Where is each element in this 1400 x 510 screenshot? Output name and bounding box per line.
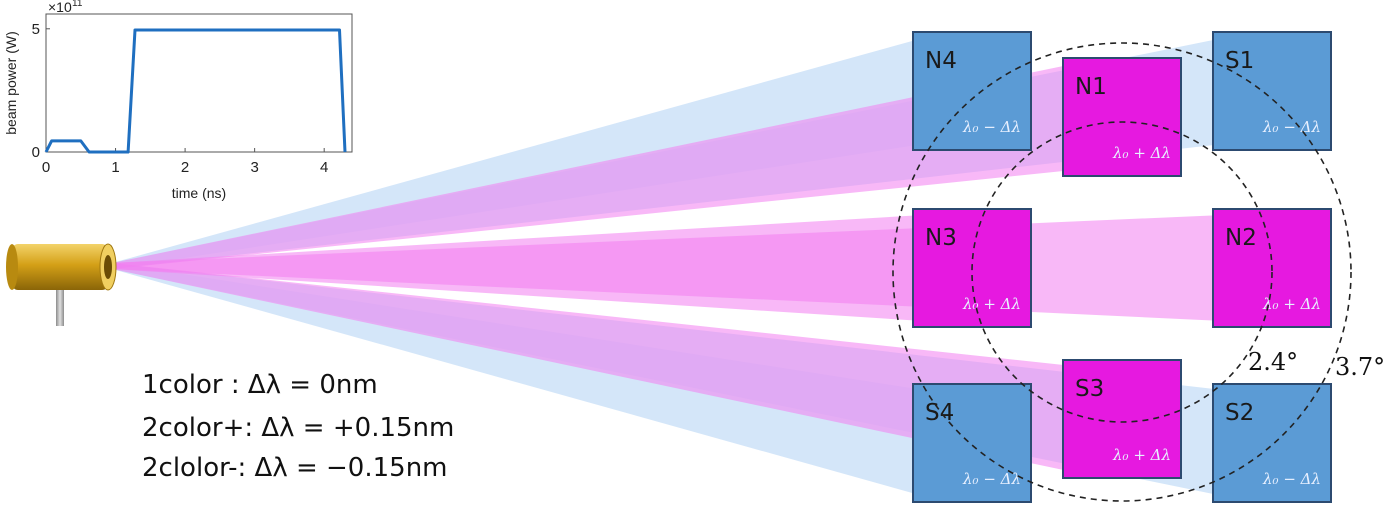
x-tick-label: 1 (111, 159, 119, 176)
quad-wavelength: λ₀ + Δλ (1112, 144, 1171, 162)
inner-angle-label: 2.4° (1248, 348, 1298, 376)
quad-wavelength: λ₀ + Δλ (1112, 446, 1171, 464)
beam-cone-n4 (112, 38, 923, 269)
legend-line-2color-plus: 2color+: Δλ = +0.15nm (142, 413, 454, 443)
x-axis-label: time (ns) (172, 185, 226, 201)
inner-angle-circle (971, 121, 1273, 423)
quad-box (1212, 383, 1332, 503)
x-tick-label: 0 (42, 159, 50, 176)
quad-label: N4 (925, 48, 957, 74)
quad-wavelength: λ₀ − Δλ (962, 118, 1021, 136)
x-tick-label: 2 (181, 159, 189, 176)
x-tick-label: 4 (320, 159, 328, 176)
quad-box (912, 31, 1032, 151)
x-tick-label: 3 (250, 159, 258, 176)
quad-box (912, 383, 1032, 503)
legend-line-1color: 1color : Δλ = 0nm (142, 370, 378, 400)
outer-angle-circle (892, 42, 1352, 502)
quad-n2: N2 λ₀ + Δλ (1212, 208, 1332, 328)
y-axis-label: beam power (W) (3, 31, 19, 134)
beam-cone-n1 (112, 64, 1073, 269)
legend-line-2color-minus: 2clolor-: Δλ = −0.15nm (142, 453, 448, 483)
quad-box (1212, 31, 1332, 151)
power-series-line (44, 28, 347, 154)
quad-box (1212, 208, 1332, 328)
plot-frame (45, 13, 353, 153)
wavelength-legend: 1color : Δλ = 0nm 2color+: Δλ = +0.15nm … (142, 370, 454, 483)
quad-label: N1 (1075, 74, 1107, 100)
beam-cone-s4 (112, 263, 923, 496)
outer-angle-label: 3.7° (1335, 353, 1385, 381)
y-exponent-base: ×10 (48, 0, 72, 15)
beam-cones (112, 38, 1223, 496)
quad-n1: N1 λ₀ + Δλ (1062, 57, 1182, 177)
quad-s3: S3 λ₀ + Δλ (1062, 359, 1182, 479)
beam-power-inset-chart: 0 1 2 3 4 0 5 ×10 11 time (ns) beam power (W) (3, 0, 353, 201)
quad-label: N2 (1225, 225, 1257, 251)
quad-wavelength: λ₀ − Δλ (1262, 118, 1321, 136)
quad-box (1062, 359, 1182, 479)
quad-s2: S2 λ₀ − Δλ (1212, 383, 1332, 503)
quad-wavelength: λ₀ − Δλ (1262, 470, 1321, 488)
quad-box (1062, 57, 1182, 177)
y-tick-label: 5 (32, 21, 40, 38)
quad-wavelength: λ₀ + Δλ (962, 295, 1021, 313)
quad-n4: N4 λ₀ − Δλ (912, 31, 1032, 151)
hohlraum-target-icon (6, 243, 117, 326)
quad-label: N3 (925, 225, 957, 251)
beam-cone-s3 (112, 263, 1073, 472)
quad-wavelength: λ₀ + Δλ (1262, 295, 1321, 313)
quad-wavelength: λ₀ − Δλ (962, 470, 1021, 488)
quad-label: S3 (1075, 376, 1104, 402)
y-exponent-power: 11 (72, 0, 83, 9)
y-tick-label: 0 (32, 144, 40, 161)
quad-label: S2 (1225, 400, 1254, 426)
